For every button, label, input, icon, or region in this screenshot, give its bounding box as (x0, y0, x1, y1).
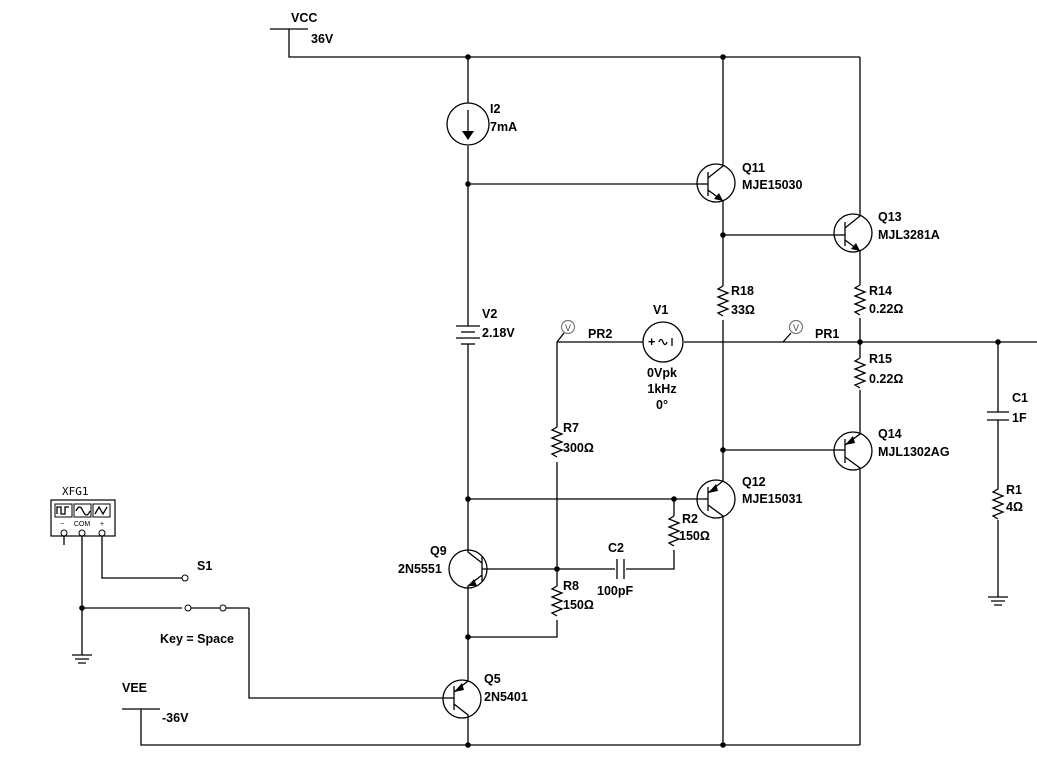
ground-symbol (72, 654, 92, 664)
vee-source[interactable]: VEE -36V (122, 681, 189, 725)
pr1-label: PR1 (815, 327, 839, 341)
current-source-i2[interactable]: I2 7mA (446, 102, 517, 146)
probe-pr1[interactable]: V PR1 (782, 319, 839, 343)
r7-value: 300Ω (563, 441, 594, 455)
xfg1-plus: + (100, 521, 104, 528)
vcc-label: VCC (291, 11, 317, 25)
vee-label: VEE (122, 681, 147, 695)
r14-value: 0.22Ω (869, 302, 903, 316)
transistor-q14[interactable]: Q14 MJL1302AG (833, 427, 950, 471)
resistor-r8[interactable]: R8 150Ω (550, 579, 594, 617)
resistor-r2[interactable]: R2 150Ω (667, 512, 710, 547)
square-wave-icon (56, 506, 69, 515)
triangle-wave-icon (94, 505, 108, 516)
vcc-value: 36V (311, 32, 334, 46)
r18-label: R18 (731, 284, 754, 298)
c1-label: C1 (1012, 391, 1028, 405)
v1-label: V1 (653, 303, 668, 317)
transistor-q12[interactable]: Q12 MJE15031 (696, 475, 803, 519)
s1-key-label: Key = Space (160, 632, 234, 646)
q13-label: Q13 (878, 210, 902, 224)
v2-label: V2 (482, 307, 497, 321)
capacitor-c2[interactable]: C2 100pF (597, 541, 633, 598)
resistor-r1[interactable]: R1 4Ω (991, 480, 1023, 520)
q11-label: Q11 (742, 161, 765, 175)
probe-pr2[interactable]: V PR2 (556, 319, 612, 343)
function-generator-xfg1[interactable]: XFG1 − COM + (50, 485, 116, 537)
pr2-label: PR2 (588, 327, 612, 341)
vcc-source[interactable]: VCC 36V (270, 11, 334, 46)
r7-label: R7 (563, 421, 579, 435)
transistor-q11[interactable]: Q11 MJE15030 (696, 161, 803, 203)
i2-label: I2 (490, 102, 500, 116)
probe-v-icon: V (793, 323, 799, 333)
resistor-r15[interactable]: R15 0.22Ω (853, 352, 903, 389)
xfg1-com: COM (74, 521, 91, 528)
v1-frequency: 1kHz (647, 382, 676, 396)
probe-v-icon: V (565, 323, 571, 333)
q5-model: 2N5401 (484, 690, 528, 704)
v1-plus-sign: + (648, 335, 655, 349)
resistor-r7[interactable]: R7 300Ω (550, 421, 594, 458)
sine-wave-icon (75, 506, 91, 516)
xfg1-minus: − (60, 521, 64, 528)
q5-label: Q5 (484, 672, 501, 686)
q9-model: 2N5551 (398, 562, 442, 576)
transistor-q9[interactable]: Q9 2N5551 (398, 544, 489, 590)
r1-value: 4Ω (1006, 500, 1023, 514)
resistor-r18[interactable]: R18 33Ω (716, 284, 755, 317)
v1-phase: 0° (656, 398, 668, 412)
xfg1-label: XFG1 (62, 485, 89, 498)
capacitor-c1[interactable]: C1 1F (987, 391, 1028, 425)
junctions (79, 54, 1001, 748)
i2-value: 7mA (490, 120, 517, 134)
r2-label: R2 (682, 512, 698, 526)
v2-value: 2.18V (482, 326, 515, 340)
q9-label: Q9 (430, 544, 447, 558)
r8-value: 150Ω (563, 598, 594, 612)
r2-value: 150Ω (679, 529, 710, 543)
r8-label: R8 (563, 579, 579, 593)
c2-value: 100pF (597, 584, 633, 598)
transistor-q13[interactable]: Q13 MJL3281A (833, 210, 940, 253)
r1-label: R1 (1006, 483, 1022, 497)
q11-model: MJE15030 (742, 178, 803, 192)
q12-model: MJE15031 (742, 492, 803, 506)
battery-v2[interactable]: V2 2.18V (456, 307, 515, 348)
q13-model: MJL3281A (878, 228, 940, 242)
transistor-q5[interactable]: Q5 2N5401 (442, 672, 528, 719)
s1-label: S1 (197, 559, 212, 573)
ground-symbol (988, 596, 1008, 606)
r15-label: R15 (869, 352, 892, 366)
vee-value: -36V (162, 711, 189, 725)
ac-source-v1[interactable]: + V1 0Vpk 1kHz 0° (642, 303, 684, 412)
switch-s1[interactable]: S1 Key = Space (160, 559, 234, 646)
r15-value: 0.22Ω (869, 372, 903, 386)
resistor-r14[interactable]: R14 0.22Ω (853, 284, 903, 316)
c2-label: C2 (608, 541, 624, 555)
q14-label: Q14 (878, 427, 902, 441)
r14-label: R14 (869, 284, 892, 298)
c1-value: 1F (1012, 411, 1027, 425)
q12-label: Q12 (742, 475, 766, 489)
q14-model: MJL1302AG (878, 445, 950, 459)
r18-value: 33Ω (731, 303, 755, 317)
v1-amplitude: 0Vpk (647, 366, 677, 380)
